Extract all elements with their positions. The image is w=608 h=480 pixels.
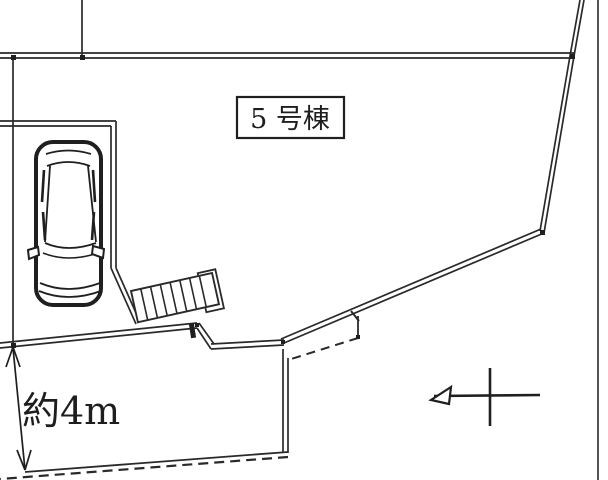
dashed-boundary-lower	[0, 455, 289, 480]
junction-dot	[540, 230, 545, 235]
dimension-annotation: 約4m	[5, 346, 120, 471]
building-label-box: 5 号棟	[235, 95, 346, 140]
north-arrow-icon	[428, 368, 541, 426]
gate-post-mark	[188, 323, 197, 339]
dimension-label: 約4m	[22, 389, 120, 433]
top-road-boundary	[0, 0, 574, 59]
car-left-mirror	[26, 245, 41, 261]
dimension-arrow-top	[5, 346, 14, 368]
car-icon	[26, 140, 106, 307]
junction-dot	[11, 55, 16, 60]
junction-dots	[11, 54, 575, 348]
junction-dot	[356, 335, 360, 339]
building-label: 5 号棟	[250, 104, 330, 135]
front-road-boundary	[0, 322, 285, 350]
junction-dot	[11, 343, 16, 348]
boundary-step-detail	[287, 310, 360, 361]
southeast-boundary-line	[283, 232, 545, 344]
right-boundary	[280, 0, 585, 344]
junction-dot	[80, 55, 85, 60]
dimension-arrow-bottom	[16, 449, 26, 471]
stairs-icon	[129, 268, 226, 324]
junction-dot	[281, 340, 285, 344]
dashed-boundary-upper	[287, 337, 359, 361]
junction-dot	[195, 323, 199, 327]
north-arrow-head	[428, 384, 453, 406]
junction-dot	[570, 54, 575, 59]
bottom-road-boundary	[0, 349, 289, 480]
car-right-mirror	[90, 244, 106, 260]
